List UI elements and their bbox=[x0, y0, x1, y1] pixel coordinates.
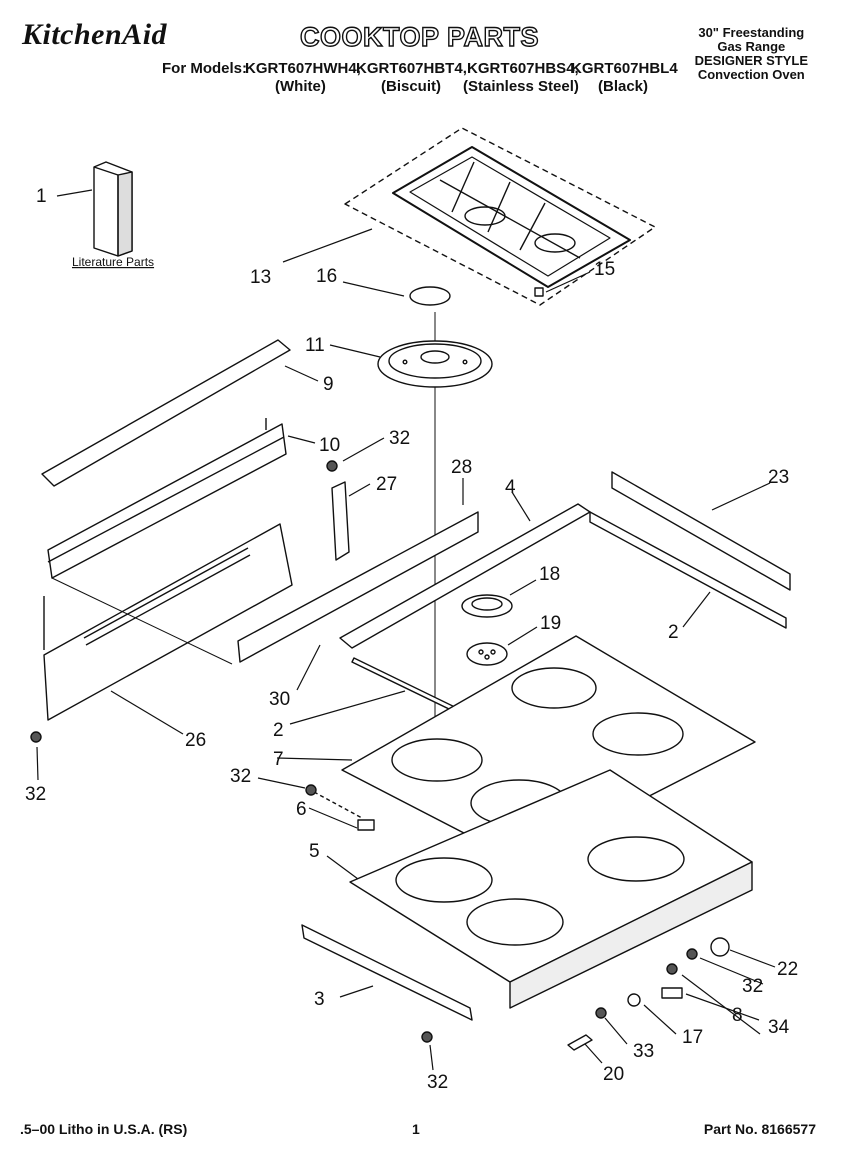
callout-22: 22 bbox=[777, 959, 798, 980]
callout-19: 19 bbox=[540, 613, 561, 634]
callout-32c: 32 bbox=[25, 784, 46, 805]
trim-10 bbox=[47, 418, 287, 579]
callout-10: 10 bbox=[319, 435, 340, 456]
page-number: 1 bbox=[412, 1121, 420, 1137]
callout-4: 4 bbox=[505, 477, 516, 498]
callout-32d: 32 bbox=[742, 976, 763, 997]
callout-15: 15 bbox=[594, 259, 615, 280]
burner-ring-18 bbox=[461, 594, 513, 618]
product-line-1: 30" Freestanding bbox=[698, 25, 805, 40]
litho-note: .5–00 Litho in U.S.A. (RS) bbox=[20, 1121, 188, 1137]
bracket-27 bbox=[331, 481, 350, 561]
strip-23 bbox=[611, 471, 791, 591]
callout-32b: 32 bbox=[230, 766, 251, 787]
callout-20: 20 bbox=[603, 1064, 624, 1085]
screw-32e bbox=[421, 1031, 433, 1043]
callout-5: 5 bbox=[309, 841, 320, 862]
callout-7: 7 bbox=[273, 749, 284, 770]
burner-cap bbox=[409, 286, 451, 306]
callout-34: 34 bbox=[768, 1017, 790, 1038]
screw-32b bbox=[30, 731, 42, 743]
screw-32a bbox=[326, 460, 338, 472]
callout-32a: 32 bbox=[389, 428, 410, 449]
part-17 bbox=[627, 993, 641, 1007]
guide-line bbox=[51, 577, 233, 665]
callout-28: 28 bbox=[451, 457, 472, 478]
screw-34 bbox=[666, 963, 678, 975]
brand-logo: KitchenAid bbox=[22, 18, 168, 51]
product-line-3: DESIGNER STYLE bbox=[694, 53, 808, 68]
models-prefix: For Models: bbox=[162, 60, 247, 77]
callout-16: 16 bbox=[316, 266, 337, 287]
callout-9: 9 bbox=[323, 374, 334, 395]
callout-32e: 32 bbox=[427, 1072, 448, 1093]
part-number: Part No. 8166577 bbox=[703, 1121, 816, 1137]
insulation-28 bbox=[237, 511, 479, 663]
literature-parts-label: Literature Parts bbox=[72, 255, 154, 269]
callout-23: 23 bbox=[768, 467, 789, 488]
callout-30: 30 bbox=[269, 689, 290, 710]
burner-head-19 bbox=[466, 642, 508, 666]
product-description: 30" Freestanding Gas Range DESIGNER STYL… bbox=[695, 26, 808, 82]
screw-33 bbox=[595, 1007, 607, 1019]
callout-13: 13 bbox=[250, 267, 271, 288]
strip-2-right bbox=[589, 511, 787, 629]
part-20 bbox=[567, 1034, 593, 1051]
screw-32d bbox=[686, 948, 698, 960]
callout-2-right: 2 bbox=[668, 622, 679, 643]
finish-stainless: (Stainless Steel) bbox=[463, 78, 579, 95]
callout-3: 3 bbox=[314, 989, 325, 1010]
part-8 bbox=[661, 987, 683, 999]
callout-17: 17 bbox=[682, 1027, 703, 1048]
clip-6 bbox=[357, 819, 375, 831]
callout-6: 6 bbox=[296, 799, 307, 820]
part-22 bbox=[710, 937, 730, 957]
model-biscuit: KGRT607HBT4, bbox=[356, 60, 467, 77]
callout-2-front: 2 bbox=[273, 720, 284, 741]
strip-3 bbox=[301, 924, 473, 1021]
page-title: COOKTOP PARTS bbox=[299, 21, 540, 52]
callout-8: 8 bbox=[732, 1005, 743, 1026]
burner-base bbox=[377, 340, 493, 388]
screws bbox=[30, 460, 698, 1043]
finish-black: (Black) bbox=[598, 78, 649, 95]
callout-18: 18 bbox=[539, 564, 560, 585]
glass-cooktop-7 bbox=[341, 635, 756, 863]
callout-27: 27 bbox=[376, 474, 397, 495]
finish-white: (White) bbox=[275, 78, 326, 95]
model-black: KGRT607HBL4 bbox=[571, 60, 678, 77]
product-line-2: Gas Range bbox=[717, 39, 786, 54]
finish-biscuit: (Biscuit) bbox=[381, 78, 441, 95]
leader-lines bbox=[36, 189, 776, 1071]
callout-26: 26 bbox=[185, 730, 206, 751]
trim-strip-9 bbox=[41, 339, 291, 487]
exploded-parts-diagram: Literature Parts bbox=[25, 127, 798, 1093]
callout-33: 33 bbox=[633, 1041, 654, 1062]
callout-1: 1 bbox=[36, 186, 47, 207]
panel-26 bbox=[43, 523, 293, 721]
screw-path bbox=[313, 791, 363, 819]
screw-32c bbox=[305, 784, 317, 796]
model-white: KGRT607HWH4, bbox=[245, 60, 361, 77]
callout-11: 11 bbox=[305, 335, 325, 356]
grate-assembly bbox=[344, 127, 656, 306]
model-stainless: KGRT607HBS4, bbox=[467, 60, 579, 77]
burner-box-5 bbox=[349, 769, 753, 1009]
callouts: 1 13 16 15 11 9 10 32 27 28 4 23 18 2 19… bbox=[25, 186, 798, 1093]
literature-booklet bbox=[93, 161, 133, 257]
product-line-4: Convection Oven bbox=[697, 67, 805, 82]
